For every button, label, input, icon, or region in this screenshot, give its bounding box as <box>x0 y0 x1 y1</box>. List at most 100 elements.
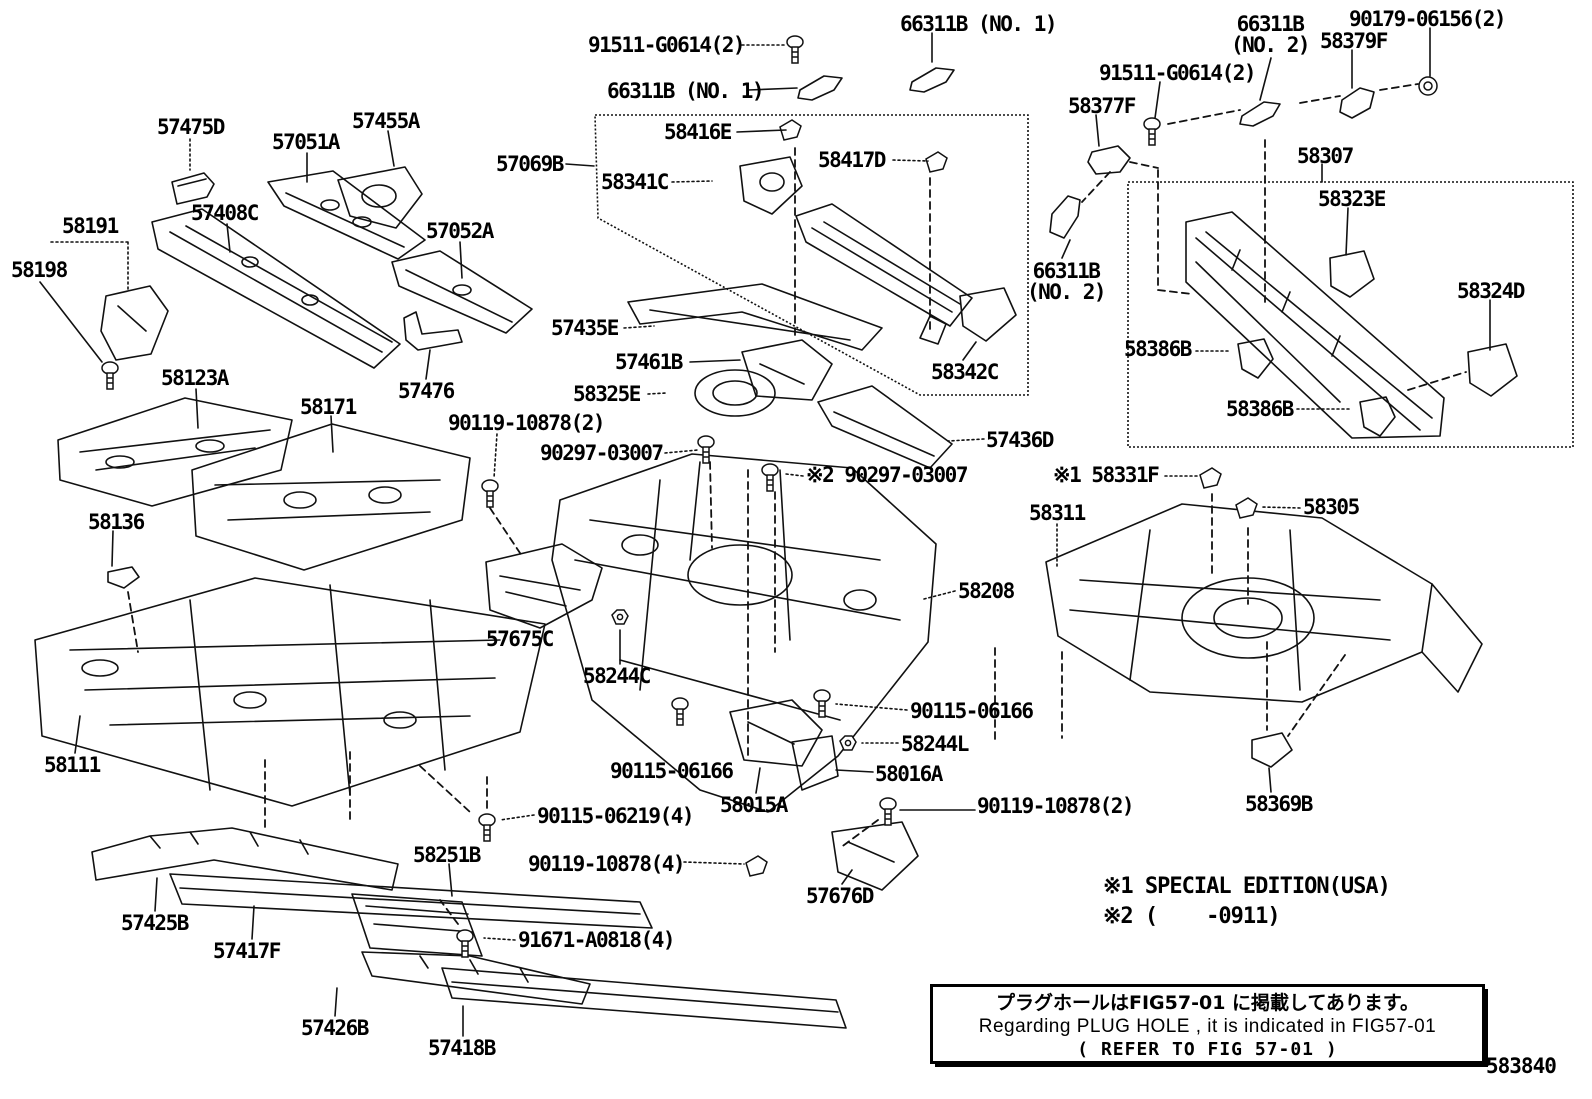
bolt-icon <box>1143 117 1161 146</box>
part-label-58244l: 58244L <box>901 732 969 756</box>
part-label-91671-a0818-4: 91671-A0818(4) <box>518 928 676 952</box>
part-57461b-art <box>741 339 833 401</box>
part-58136-clip-art <box>107 566 140 589</box>
part-label-66311b-no2-left: 66311B (NO. 2) <box>1027 259 1107 304</box>
part-label-58324d: 58324D <box>1457 279 1525 303</box>
part-58377f-art <box>1087 145 1131 175</box>
part-label-57051a: 57051A <box>272 130 340 154</box>
part-58386b-lower-art <box>1359 396 1396 437</box>
part-label-58386b-lower: 58386B <box>1226 397 1294 421</box>
clip-icon <box>1235 497 1258 519</box>
part-58171-art <box>191 423 471 571</box>
part-label-91511-g0614-top: 91511-G0614(2) <box>588 33 746 57</box>
part-66311b-no1-left-bracket-art <box>797 75 843 101</box>
part-label-90119-10878-2-left: 90119-10878(2) <box>448 411 606 435</box>
part-label-58208: 58208 <box>958 579 1015 603</box>
part-label-66311b-no1-left: 66311B (NO. 1) <box>607 79 765 103</box>
part-58251b-art <box>351 893 483 957</box>
part-58386b-upper-art <box>1237 338 1274 379</box>
part-label-58244c: 58244C <box>583 664 651 688</box>
bolt-icon <box>101 361 119 390</box>
part-label-90115-06219-4: 90115-06219(4) <box>537 804 695 828</box>
part-label-58305: 58305 <box>1303 495 1360 519</box>
part-label-57069b: 57069B <box>496 152 564 176</box>
bolt-icon <box>879 797 897 826</box>
part-label-58325e: 58325E <box>573 382 641 406</box>
part-label-58191: 58191 <box>62 214 119 238</box>
part-label-58416e: 58416E <box>664 120 732 144</box>
bolt-icon <box>761 463 779 492</box>
part-58323e-art <box>1329 250 1375 298</box>
part-label-57461b: 57461B <box>615 350 683 374</box>
bolt-icon <box>456 929 474 958</box>
part-label-90297-03007: 90297-03007 <box>540 441 664 465</box>
part-58341c-art <box>739 156 803 215</box>
part-57455a-art <box>337 166 423 229</box>
note-date-range: ※2 ( -0911) <box>1103 904 1281 929</box>
part-58123a-art <box>57 397 293 507</box>
part-label-58171: 58171 <box>300 395 357 419</box>
part-66311b-no2-left-bracket-art <box>1049 195 1081 239</box>
part-label-57418b: 57418B <box>428 1036 496 1060</box>
part-58379f-art <box>1339 87 1375 119</box>
clip-icon <box>1199 467 1222 489</box>
part-66311b-no2-top-bracket-art <box>1239 101 1281 127</box>
box-57069b <box>594 114 1029 396</box>
part-57426b-art <box>361 951 591 1005</box>
plug-hole-info-box: プラグホールはFIG57-01 に掲載してあります。 Regarding PLU… <box>930 984 1485 1064</box>
part-57408c-art <box>151 208 401 369</box>
part-label-57052a: 57052A <box>426 219 494 243</box>
screw-icon <box>671 697 689 726</box>
part-label-58311: 58311 <box>1029 501 1086 525</box>
part-label-58136: 58136 <box>88 510 145 534</box>
part-label-66311b-no1-top: 66311B (NO. 1) <box>900 12 1058 36</box>
bolt-icon <box>786 35 804 64</box>
part-58342c-art <box>959 287 1017 342</box>
part-label-57426b: 57426B <box>301 1016 369 1040</box>
part-57476-art <box>403 311 463 351</box>
clip-icon <box>745 855 768 877</box>
part-label-58016a: 58016A <box>875 762 943 786</box>
part-label-57475d: 57475D <box>157 115 225 139</box>
part-58324d-art <box>1467 343 1518 397</box>
grommet-icon <box>1418 76 1438 96</box>
part-label-58198: 58198 <box>11 258 68 282</box>
part-label-90115-06166-right: 90115-06166 <box>910 699 1034 723</box>
part-label-57425b: 57425B <box>121 911 189 935</box>
part-label-x2-90297-03007: ※2 90297-03007 <box>806 463 968 487</box>
part-58307-panel-art <box>1185 211 1445 439</box>
bolt-icon <box>481 479 499 508</box>
part-57052a-art <box>391 250 533 334</box>
part-label-x1-58331f: ※1 58331F <box>1053 463 1160 487</box>
part-58111-art <box>34 577 546 807</box>
part-label-58123a: 58123A <box>161 366 229 390</box>
part-58208-art <box>551 453 937 813</box>
part-label-91511-g0614-right: 91511-G0614(2) <box>1099 61 1257 85</box>
part-label-58342c: 58342C <box>931 360 999 384</box>
part-label-57675c: 57675C <box>486 627 554 651</box>
part-label-57455a: 57455A <box>352 109 420 133</box>
note-special-edition: ※1 SPECIAL EDITION(USA) <box>1103 874 1391 899</box>
part-57051a-art <box>267 170 426 260</box>
part-label-57476: 57476 <box>398 379 455 403</box>
part-58015a-art <box>729 699 823 767</box>
part-57475d-art <box>171 172 215 205</box>
bolt-icon <box>478 813 496 842</box>
part-label-58015a: 58015A <box>720 793 788 817</box>
part-label-90115-06166-lower: 90115-06166 <box>610 759 734 783</box>
part-57418b-art <box>441 967 847 1029</box>
bolt-icon <box>697 435 715 464</box>
part-label-57435e: 57435E <box>551 316 619 340</box>
part-58191-bracket-art <box>100 285 169 361</box>
info-line-refer: ( REFER TO FIG 57-01 ) <box>1077 1039 1338 1060</box>
construction-lines-dashed <box>127 83 1467 925</box>
part-rear-floor-art <box>1045 503 1483 703</box>
part-label-58307: 58307 <box>1297 144 1354 168</box>
leader-lines-dotted <box>47 44 1353 941</box>
part-57425b-art <box>91 827 399 891</box>
part-58016a-art <box>791 735 839 791</box>
part-label-58251b: 58251B <box>413 843 481 867</box>
part-57417f-art <box>169 873 653 929</box>
info-line-japanese: プラグホールはFIG57-01 に掲載してあります。 <box>996 992 1419 1014</box>
part-57436d-art <box>817 385 953 469</box>
